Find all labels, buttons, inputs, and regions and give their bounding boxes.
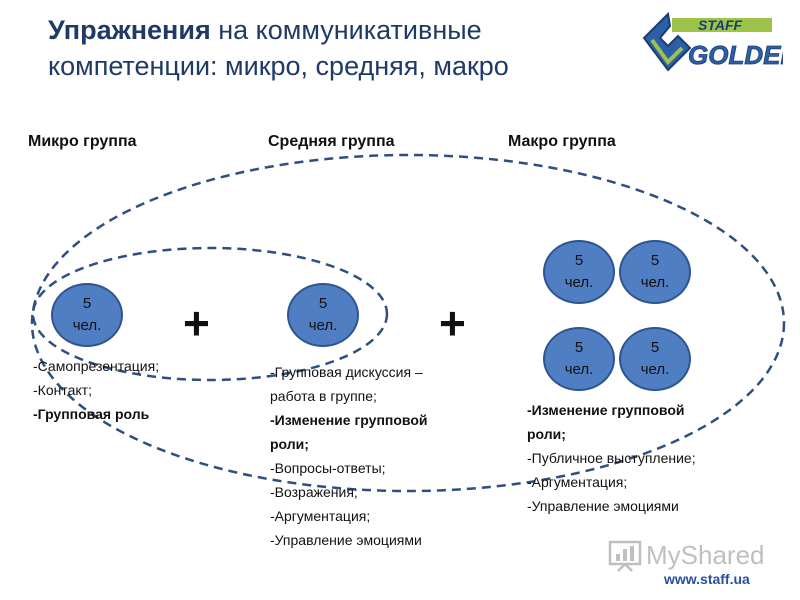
circle-unit: чел. [308, 317, 338, 334]
group-circle-middle: 5 чел. [287, 283, 359, 347]
list-item: -Вопросы-ответы; [270, 460, 386, 476]
watermark: MyShared [608, 538, 765, 572]
circle-count: 5 [574, 252, 584, 269]
group-circle-micro: 5 чел. [51, 283, 123, 347]
list-item: роли; [527, 426, 566, 442]
circle-unit: чел. [564, 274, 594, 291]
list-item: -Групповая роль [33, 406, 150, 422]
watermark-text: MyShared [646, 539, 765, 570]
slide-title: Упражнения на коммуникативные компетенци… [48, 12, 628, 84]
list-item: -Изменение групповой [270, 412, 428, 428]
list-item: -Групповая дискуссия – [270, 364, 423, 380]
outer-dashed-ellipse [30, 153, 786, 493]
staff-golden-logo: STAFF GOLDEN [642, 11, 783, 72]
circle-unit: чел. [640, 274, 670, 291]
circle-count: 5 [318, 295, 328, 312]
list-item: -Контакт; [33, 382, 92, 398]
heading-micro-group: Микро группа [28, 133, 137, 150]
list-item: -Самопрезентация; [33, 358, 160, 374]
list-item: -Аргументация; [270, 508, 371, 524]
list-item: -Управление эмоциями [527, 498, 679, 514]
logo-text-bottom: GOLDEN [688, 40, 783, 70]
plus-sign-1: + [183, 297, 210, 349]
list-item: -Изменение групповой [527, 402, 685, 418]
title-line2: компетенции: микро, средняя, макро [48, 51, 509, 81]
list-item: -Возражения; [270, 484, 358, 500]
presentation-board-icon [608, 540, 642, 572]
list-item: -Аргументация; [527, 474, 628, 490]
list-item: роли; [270, 436, 309, 452]
group-circle-macro-4: 5 чел. [619, 327, 691, 391]
list-item: работа в группе; [270, 388, 377, 404]
list-item: -Управление эмоциями [270, 532, 422, 548]
inner-dashed-ellipse [31, 246, 389, 382]
circle-count: 5 [650, 252, 660, 269]
plus-sign-2: + [439, 297, 466, 349]
heading-macro-group: Макро группа [508, 133, 616, 150]
website-url[interactable]: www.staff.ua [664, 571, 750, 587]
circle-count: 5 [82, 295, 92, 312]
logo-text-top: STAFF [698, 17, 743, 33]
circle-unit: чел. [564, 361, 594, 378]
title-bold: Упражнения [48, 15, 211, 45]
group-circle-macro-3: 5 чел. [543, 327, 615, 391]
circle-count: 5 [650, 339, 660, 356]
circle-unit: чел. [640, 361, 670, 378]
group-circle-macro-1: 5 чел. [543, 240, 615, 304]
middle-exercise-list: -Групповая дискуссия – работа в группе; … [270, 360, 428, 552]
heading-middle-group: Средняя группа [268, 133, 395, 150]
group-circle-macro-2: 5 чел. [619, 240, 691, 304]
macro-exercise-list: -Изменение групповой роли; -Публичное вы… [527, 398, 696, 518]
circle-unit: чел. [72, 317, 102, 334]
title-rest: на коммуникативные [210, 15, 482, 45]
list-item: -Публичное выступление; [527, 450, 696, 466]
circle-count: 5 [574, 339, 584, 356]
micro-exercise-list: -Самопрезентация; -Контакт; -Групповая р… [33, 354, 159, 426]
